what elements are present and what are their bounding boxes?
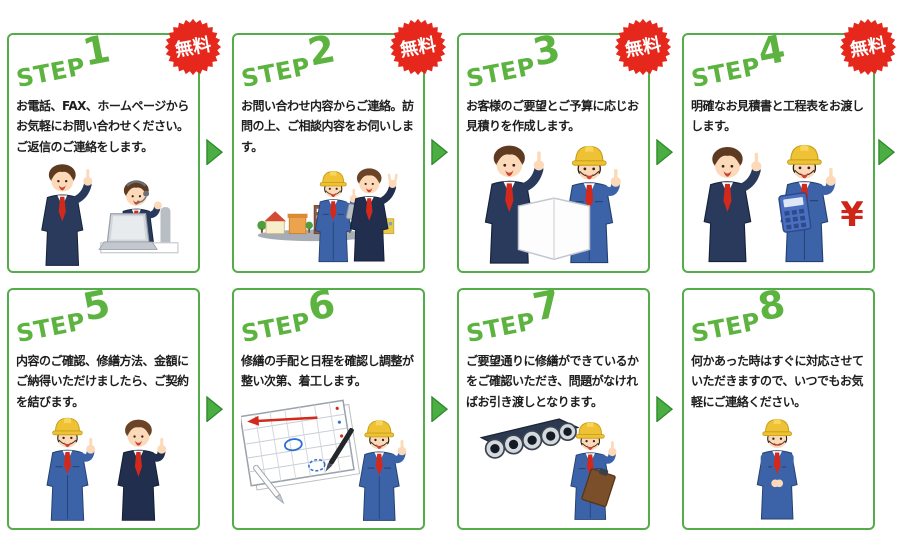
step-label: STEP [239, 307, 313, 348]
step-illustration-2 [241, 159, 418, 267]
step-card-5: STEP5 内容のご確認、修繕方法、金額にご納得いただけましたら、ご契約を結びま… [7, 281, 200, 530]
clipboard-icon [581, 468, 616, 508]
step-illustration-6 [241, 394, 418, 524]
step-card-6: STEP6 修繕の手配と日程を確認し調整が整い次第、着工します。 [232, 281, 425, 530]
starburst-seal-icon [839, 18, 897, 76]
calendar-icon [241, 399, 361, 491]
step-text-5: 内容のご確認、修繕方法、金額にご納得いただけましたら、ご契約を結びます。 [16, 354, 189, 409]
worker-thumbs-up-icon [359, 420, 406, 520]
step-text-2: お問い合わせ内容からご連絡。訪問の上、ご相談内容をお伺いします。 [241, 99, 414, 154]
step-card-8: STEP8 何かあった時はすぐに対応させていただきますので、いつでもお気軽にご連… [682, 281, 875, 530]
step-label: STEP [14, 307, 88, 348]
step-card-4: STEP4 明確なお見積書と工程表をお渡しします。 ¥ 無料 [682, 18, 897, 273]
laptop-icon [98, 213, 158, 250]
step-text-4: 明確なお見積書と工程表をお渡しします。 [691, 99, 864, 134]
step-text-7: ご要望通りに修繕ができているかをご確認いただき、問題がなければお引き渡しとなりま… [466, 354, 639, 409]
flow-arrow-icon [656, 138, 674, 166]
flow-arrow-icon [206, 138, 224, 166]
businessman-thumbs-up-icon [118, 420, 166, 521]
flow-arrow-icon [206, 395, 224, 423]
step-illustration-5 [16, 414, 193, 524]
step-label: STEP [689, 52, 763, 93]
step-label: STEP [239, 52, 313, 93]
flow-arrow-icon [431, 395, 449, 423]
businessman-peace-icon [350, 169, 397, 262]
step-card-2: STEP2 お問い合わせ内容からご連絡。訪問の上、ご相談内容をお伺いします。 [232, 18, 447, 273]
businessman-pointing-icon [704, 147, 761, 262]
worker-bowing-icon [757, 419, 797, 519]
step-card-1: STEP1 お電話、FAX、ホームページからお気軽にお問い合わせください。ご返信… [7, 18, 222, 273]
yen-icon: ¥ [840, 195, 863, 234]
free-badge-2: 無料 [389, 18, 447, 76]
step-text-6: 修繕の手配と日程を確認し調整が整い次第、着工します。 [241, 354, 414, 389]
step-text-1: お電話、FAX、ホームページからお気軽にお問い合わせください。ご返信のご連絡をし… [16, 99, 189, 154]
starburst-seal-icon [614, 18, 672, 76]
step-card-7: STEP7 ご要望通りに修繕ができているかをご確認いただき、問題がなければお引き… [457, 281, 650, 530]
step-illustration-1 [16, 159, 193, 267]
starburst-seal-icon [389, 18, 447, 76]
step-header-7: STEP7 [461, 281, 565, 348]
step-illustration-7 [466, 414, 643, 524]
step-header-5: STEP5 [11, 281, 115, 348]
black-pen-icon [325, 427, 354, 472]
flow-arrow-icon [656, 395, 674, 423]
free-badge-4: 無料 [839, 18, 897, 76]
step-card-3: STEP3 お客様のご要望とご予算に応じお見積りを作成します。 無料 [457, 18, 672, 273]
step-text-3: お客様のご要望とご予算に応じお見積りを作成します。 [466, 99, 639, 134]
step-header-1: STEP1 [11, 26, 115, 93]
free-badge-1: 無料 [164, 18, 222, 76]
step-header-2: STEP2 [236, 26, 340, 93]
step-header-4: STEP4 [686, 26, 790, 93]
step-text-8: 何かあった時はすぐに対応させていただきますので、いつでもお気軽にご連絡ください。 [691, 354, 864, 409]
step-label: STEP [464, 52, 538, 93]
blueprint-document-icon [517, 197, 591, 260]
pipe-stack-icon [479, 418, 580, 459]
calculator-icon [778, 191, 812, 233]
worker-thumbs-up-icon [47, 418, 95, 520]
office-chair-icon [160, 207, 171, 248]
step-illustration-3 [466, 139, 643, 267]
white-pen-icon [252, 464, 285, 505]
step-label: STEP [14, 52, 88, 93]
starburst-seal-icon [164, 18, 222, 76]
flow-arrow-icon [878, 138, 896, 166]
step-header-8: STEP8 [686, 281, 790, 348]
free-badge-3: 無料 [614, 18, 672, 76]
steps-row-1: STEP1 お電話、FAX、ホームページからお気軽にお問い合わせください。ご返信… [0, 18, 900, 273]
step-label: STEP [689, 307, 763, 348]
businessman-pointing-icon [42, 164, 92, 265]
step-illustration-8 [691, 414, 868, 524]
step-header-3: STEP3 [461, 26, 565, 93]
flow-arrow-icon [431, 138, 449, 166]
step-header-6: STEP6 [236, 281, 340, 348]
step-label: STEP [464, 307, 538, 348]
steps-row-2: STEP5 内容のご確認、修繕方法、金額にご納得いただけましたら、ご契約を結びま… [0, 281, 900, 530]
step-illustration-4: ¥ [691, 139, 868, 267]
